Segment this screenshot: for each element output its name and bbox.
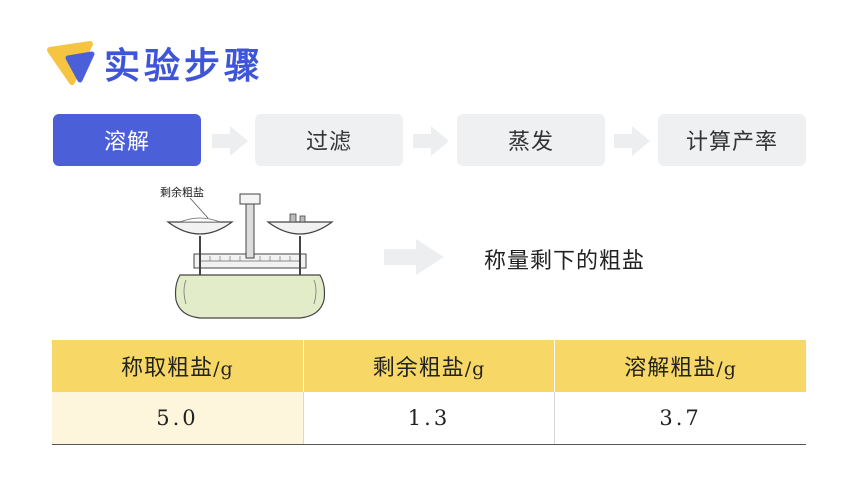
header-name: 称取粗盐 <box>121 356 214 381</box>
step-label: 过滤 <box>305 130 352 155</box>
table-header-row: 称取粗盐/g 剩余粗盐/g 溶解粗盐/g <box>52 340 806 392</box>
step-label: 蒸发 <box>507 130 554 155</box>
step-label: 计算产率 <box>685 130 778 155</box>
table-cell: 3.7 <box>554 392 806 445</box>
step-evaporate[interactable]: 蒸发 <box>457 114 605 166</box>
step-description: 称量剩下的粗盐 <box>484 249 646 274</box>
table-header: 剩余粗盐/g <box>303 340 556 392</box>
step-dissolve[interactable]: 溶解 <box>53 114 201 166</box>
arrow-right-icon <box>384 239 444 275</box>
table-cell: 5.0 <box>52 392 304 445</box>
header-name: 溶解粗盐 <box>624 356 717 381</box>
table-header: 称取粗盐/g <box>52 340 304 392</box>
figure-label: 剩余粗盐 <box>160 185 204 199</box>
header-unit: /g <box>716 358 737 380</box>
logo-icon <box>46 38 100 88</box>
header: 实验步骤 <box>46 38 264 88</box>
header-unit: /g <box>464 358 486 380</box>
step-filter[interactable]: 过滤 <box>255 114 403 166</box>
header-name: 剩余粗盐 <box>372 356 465 381</box>
step-calculate-yield[interactable]: 计算产率 <box>658 114 806 166</box>
table-cell: 1.3 <box>303 392 556 445</box>
page-title: 实验步骤 <box>104 46 265 87</box>
table-row: 5.0 1.3 3.7 <box>52 392 806 445</box>
arrow-right-icon <box>413 126 449 156</box>
header-unit: /g <box>213 358 234 380</box>
table-header: 溶解粗盐/g <box>554 340 806 392</box>
measurement-table: 称取粗盐/g 剩余粗盐/g 溶解粗盐/g 5.0 1.3 3.7 <box>52 340 806 445</box>
balance-scale-illustration: 剩余粗盐 <box>160 185 334 319</box>
arrow-right-icon <box>614 126 650 156</box>
arrow-right-icon <box>212 126 248 156</box>
step-label: 溶解 <box>103 130 150 155</box>
